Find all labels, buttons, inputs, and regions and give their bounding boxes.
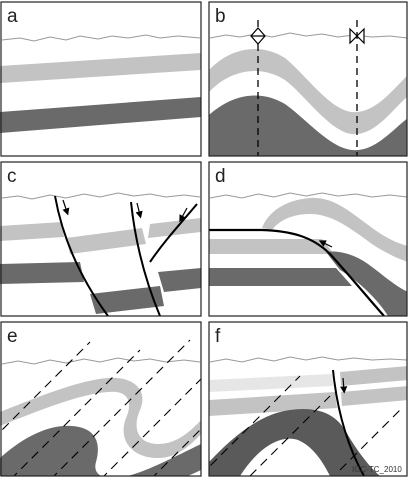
panel-b-topography [209,32,407,39]
panel-c-topography [1,192,201,200]
panel-a-topography [1,34,201,42]
panel-c-slip-arrow-3 [179,207,188,223]
panel-d-topography [209,192,407,199]
panel-f-label: f [215,326,221,347]
panel-e-frame [0,321,202,477]
panel-f-pale-layer [209,374,333,392]
panel-f-dark-fold [209,408,380,476]
panel-c-light-layer-mid [66,228,146,254]
panel-f-cleavage-lines [209,375,401,476]
panel-a-light-layer [0,53,201,83]
panel-e-topography [1,357,201,365]
panel-e-dark-layer [0,425,201,476]
panel-c-fault-right [149,203,198,263]
panel-b-frame [208,1,408,157]
panel-c-frame [0,161,202,317]
panel-a-label: a [7,6,18,27]
panel-c-light-layer-left [0,222,64,241]
panel-c-dark-layer-left [0,262,84,284]
panel-c [0,192,201,316]
panel-c-slip-arrow-1 [62,199,70,216]
panel-e-cleavage-lines [0,339,201,476]
antiform-symbol-icon [250,27,266,45]
panel-c-light-layer-right [148,218,201,238]
panel-b-label: b [215,6,226,27]
panel-f-slip-arrow [340,377,348,394]
panel-a [0,34,201,133]
panel-c-fault-left [54,195,109,316]
panel-d-dark-layer-lower [209,268,352,286]
panel-f-frame [208,321,408,477]
credit-text: IGC-TC_2010 [352,465,402,474]
panel-c-fault-middle [130,201,161,316]
panel-d-light-layer-lower [209,239,334,254]
synform-symbol-icon [349,27,365,45]
panel-d [209,192,407,316]
panel-d-slip-arrow [318,240,333,248]
panel-e [0,339,201,476]
panel-f-light-layer-right-2 [341,386,407,406]
panel-d-thrust-fault [209,228,385,316]
panel-c-dark-layer-mid [90,286,164,314]
panel-a-frame [0,1,202,157]
panel-d-dark-layer-upper [326,251,407,316]
panel-f-light-layer-right [340,366,407,386]
panel-c-dark-layer-right [158,268,201,292]
panel-d-light-layer-thrust-sheet [262,197,407,262]
panel-f-topography [209,356,407,363]
panel-c-label: c [7,166,17,187]
panel-f [209,356,407,476]
panel-e-label: e [7,326,18,347]
panel-e-light-layer [0,377,201,458]
panel-d-frame [208,161,408,317]
panel-b [209,20,407,156]
panel-c-slip-arrow-2 [135,202,143,219]
panel-d-label: d [215,166,226,187]
panel-a-dark-layer [0,97,201,133]
panel-f-fault [332,369,365,476]
